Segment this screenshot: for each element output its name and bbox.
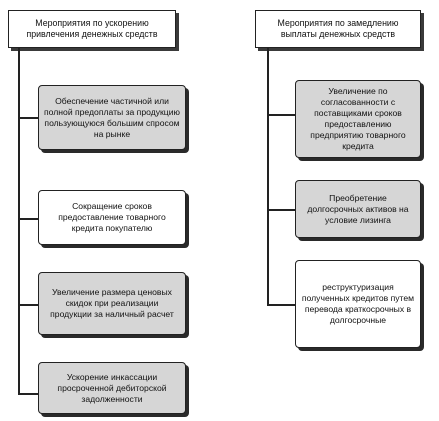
- right-item-2: Преобретение долгосрочных активов на усл…: [295, 180, 421, 238]
- left-item-3: Увеличение размера ценовых скидок при ре…: [38, 272, 186, 335]
- left-header-title: Мероприятия по ускорению привлечения ден…: [26, 17, 158, 39]
- left-connector-4: [18, 393, 38, 395]
- left-connector-3: [18, 304, 38, 306]
- left-connector-vertical: [18, 48, 20, 394]
- left-item-2: Сокращение сроков предоставление товарно…: [38, 190, 186, 245]
- right-header-box: Мероприятия по замедлению выплаты денежн…: [255, 10, 421, 48]
- right-connector-2: [267, 209, 295, 211]
- left-header-box: Мероприятия по ускорению привлечения ден…: [8, 10, 176, 48]
- right-item-1: Увеличение по согласованности с поставщи…: [295, 80, 421, 158]
- left-item-4: Ускорение инкассации просроченной дебито…: [38, 362, 186, 414]
- right-connector-vertical: [267, 48, 269, 305]
- right-item-3: реструктуризация полученных кредитов пут…: [295, 260, 421, 348]
- right-connector-1: [267, 114, 295, 116]
- left-connector-2: [18, 218, 38, 220]
- left-connector-1: [18, 117, 38, 119]
- right-connector-3: [267, 304, 295, 306]
- right-header-title: Мероприятия по замедлению выплаты денежн…: [277, 17, 399, 39]
- left-item-1: Обеспечение частичной или полной предопл…: [38, 85, 186, 150]
